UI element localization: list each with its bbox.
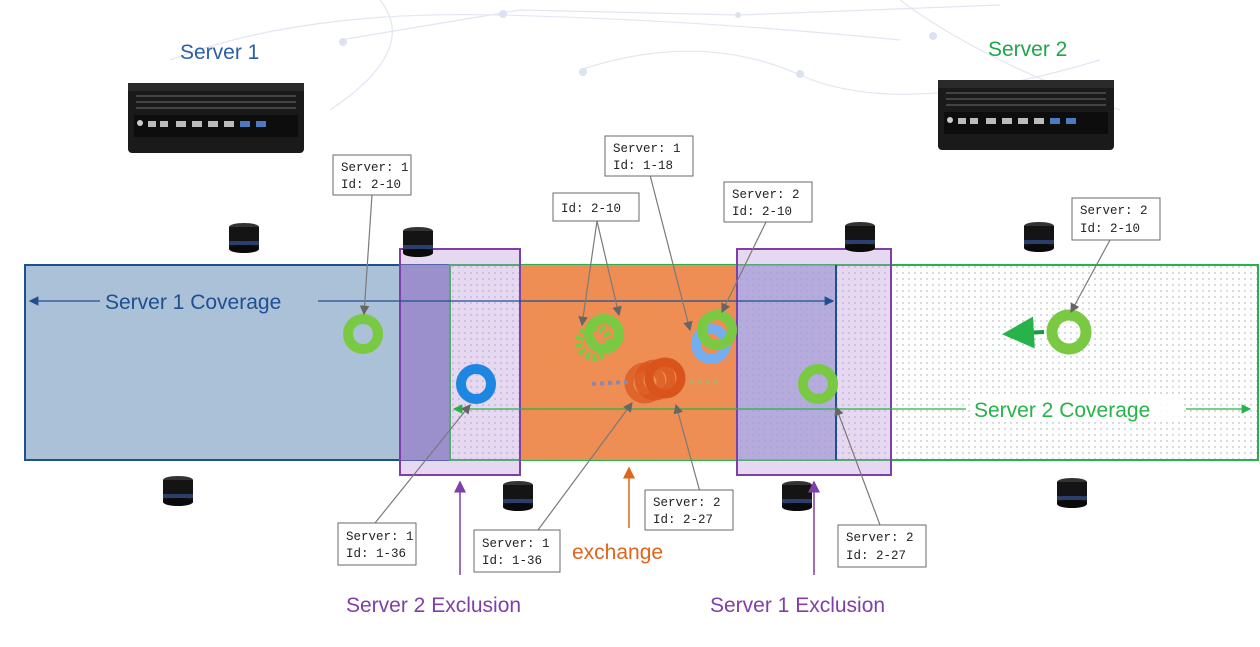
callout-line2: Id: 2-10 (732, 205, 792, 219)
motion-arrow-left (1002, 316, 1045, 349)
track-objects (343, 309, 1092, 404)
server-1-label: Server 1 (180, 41, 259, 64)
exchange-label: exchange (572, 541, 663, 564)
track-green-right (798, 364, 838, 404)
lidar-icon (229, 223, 259, 253)
callout-leader-lines (359, 174, 1111, 531)
label-bg (970, 398, 1182, 422)
lidar-icon (503, 481, 533, 511)
lidar-icon (782, 481, 812, 511)
server-1-coverage-label: Server 1 Coverage (105, 291, 281, 314)
callout-box: Server: 2 Id: 2-27 (837, 524, 927, 568)
callout-box: Id: 2-10 (552, 192, 640, 222)
lidar-icon (1057, 478, 1087, 508)
lidar-icon (1024, 222, 1054, 252)
server-2-coverage-label: Server 2 Coverage (974, 399, 1150, 422)
callout-line2: Id: 2-10 (1080, 222, 1140, 236)
lidar-icon (163, 476, 193, 506)
callout-line2: Id: 2-27 (846, 549, 906, 563)
server-1-exclusion-overlap-left (400, 265, 450, 460)
server-2-box (938, 80, 1114, 150)
server-1-exclusion-zone (736, 248, 892, 476)
callout-line1: Server: 2 (1080, 204, 1148, 218)
callout-line1: Server: 2 (653, 496, 721, 510)
callout-box: Server: 1 Id: 2-10 (332, 154, 412, 196)
callout-line1: Id: 2-10 (561, 202, 621, 216)
callout-box: Server: 1 Id: 1-36 (337, 522, 417, 566)
server-2-exclusion-zone (399, 248, 521, 476)
track-green-exchange-2 (697, 310, 737, 350)
callout-line1: Server: 1 (341, 161, 409, 175)
callout-line1: Server: 1 (482, 537, 550, 551)
callout-box: Server: 2 Id: 2-10 (1071, 197, 1161, 241)
callout-line1: Server: 2 (846, 531, 914, 545)
exchange-zone-dots (520, 265, 737, 460)
callout-line2: Id: 1-36 (346, 547, 406, 561)
lidar-icon (845, 222, 875, 252)
callout-line2: Id: 2-27 (653, 513, 713, 527)
track-green-left (343, 314, 383, 354)
lidar-icon (403, 227, 433, 257)
callout-line2: Id: 2-10 (341, 178, 401, 192)
callout-box: Server: 1 Id: 1-36 (473, 529, 561, 573)
track-blue-left (456, 364, 496, 404)
server-2-exclusion-label: Server 2 Exclusion (346, 594, 521, 617)
callout-line1: Server: 2 (732, 188, 800, 202)
exchange-dashed-arrow-left (589, 380, 629, 386)
callout-line1: Server: 1 (613, 142, 681, 156)
server-1-box (128, 83, 304, 153)
callout-line1: Server: 1 (346, 530, 414, 544)
track-green-exchange (584, 314, 624, 354)
server-1-exclusion-label: Server 1 Exclusion (710, 594, 885, 617)
server-2-label: Server 2 (988, 38, 1067, 61)
label-bg (104, 290, 316, 314)
server-1-exclusion-inner (737, 265, 836, 460)
callout-box: Server: 2 Id: 2-27 (644, 489, 734, 531)
callout-line2: Id: 1-36 (482, 554, 542, 568)
track-green-far-right (1046, 309, 1092, 355)
callout-box: Server: 1 Id: 1-18 (604, 135, 694, 177)
callout-box: Server: 2 Id: 2-10 (723, 181, 813, 223)
track-orange-main (644, 357, 686, 399)
background-nodes (339, 10, 937, 78)
callout-line2: Id: 1-18 (613, 159, 673, 173)
